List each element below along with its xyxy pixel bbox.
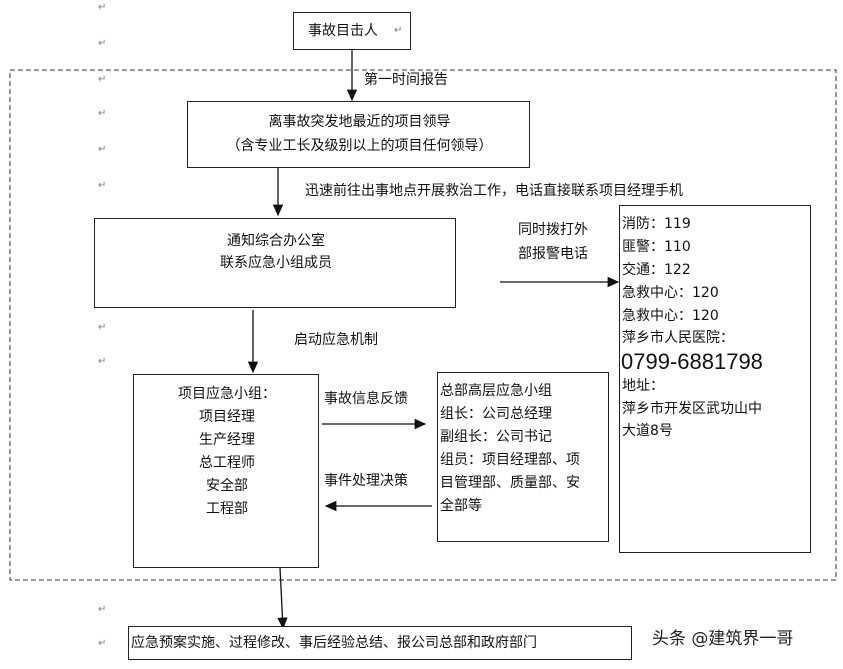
notify-node: 通知综合办公室 联系应急小组成员 — [94, 218, 456, 308]
final-actions-node: 应急预案实施、过程修改、事后经验总结、报公司总部和政府部门 — [128, 626, 632, 660]
contact-police: 匪警：110 — [622, 239, 691, 255]
nearest-leader-line1: 离事故突发地最近的项目领导 — [268, 114, 451, 130]
hq-group-members-3: 全部等 — [440, 498, 482, 514]
hq-group-members-2: 目管理部、质量部、安 — [440, 475, 580, 491]
paragraph-mark: ↵ — [98, 356, 107, 367]
nearest-leader-node: 离事故突发地最近的项目领导 （含专业工长及级别以上的项目任何领导） — [187, 101, 530, 168]
edge-label-start-mechanism: 启动应急机制 — [294, 332, 378, 348]
edge-label-feedback: 事故信息反馈 — [324, 391, 408, 407]
contact-address-line2: 大道8号 — [622, 423, 673, 439]
contact-address-line1: 萍乡市开发区武功山中 — [622, 401, 762, 417]
edge-label-decision: 事件处理决策 — [324, 473, 408, 489]
paragraph-mark: ↵ — [98, 180, 107, 191]
project-emergency-group-node: 项目应急小组： 项目经理 生产经理 总工程师 安全部 工程部 — [133, 374, 319, 568]
contact-fire: 消防：119 — [622, 216, 691, 232]
witness-node: 事故目击人 ↵ — [293, 12, 411, 50]
nearest-leader-line2: （含专业工长及级别以上的项目任何领导） — [226, 138, 493, 154]
dashed-scope-frame — [9, 69, 837, 581]
hq-group-deputy: 副组长：公司书记 — [440, 429, 552, 445]
project-group-member: 项目经理 — [199, 409, 255, 425]
final-actions-label: 应急预案实施、过程修改、事后经验总结、报公司总部和政府部门 — [131, 635, 537, 651]
paragraph-mark: ↵ — [98, 144, 107, 155]
contact-hospital-phone: 0799-6881798 — [621, 349, 763, 374]
paragraph-mark: ↵ — [98, 2, 107, 13]
contact-traffic: 交通：122 — [622, 262, 691, 278]
hq-group-leader: 组长：公司总经理 — [440, 406, 552, 422]
contact-ambulance-2: 急救中心：120 — [622, 308, 719, 324]
project-group-title: 项目应急小组： — [178, 386, 276, 402]
witness-label: 事故目击人 — [308, 23, 378, 39]
edge-label-external-call-2: 部报警电话 — [518, 246, 588, 262]
contact-address-label: 地址： — [622, 378, 664, 394]
project-group-member: 安全部 — [206, 478, 248, 494]
edge-label-first-report: 第一时间报告 — [364, 72, 448, 88]
contact-ambulance-1: 急救中心：120 — [622, 285, 719, 301]
paragraph-mark: ↵ — [98, 38, 107, 49]
edge-label-external-call-1: 同时拨打外 — [518, 222, 588, 238]
emergency-contacts-node: 消防：119 匪警：110 交通：122 急救中心：120 急救中心：120 萍… — [619, 205, 811, 553]
notify-line1: 通知综合办公室 — [227, 233, 325, 249]
hq-group-title: 总部高层应急小组 — [440, 383, 552, 399]
hq-emergency-group-node: 总部高层应急小组 组长：公司总经理 副组长：公司书记 组员：项目经理部、项 目管… — [437, 372, 609, 542]
project-group-member: 工程部 — [206, 501, 248, 517]
project-group-member: 总工程师 — [199, 455, 255, 471]
paragraph-mark: ↵ — [98, 322, 107, 333]
paragraph-mark: ↵ — [98, 108, 107, 119]
contact-hospital-name: 萍乡市人民医院： — [622, 330, 734, 346]
paragraph-mark: ↵ — [98, 604, 107, 615]
paragraph-mark: ↵ — [98, 74, 107, 85]
arrow-group-to-final — [277, 567, 288, 630]
notify-line2: 联系应急小组成员 — [220, 255, 332, 271]
hq-group-members-1: 组员：项目经理部、项 — [440, 452, 580, 468]
watermark: 头条 @建筑界一哥 — [652, 629, 794, 649]
paragraph-mark: ↵ — [98, 638, 107, 649]
edge-label-rescue: 迅速前往出事地点开展救治工作，电话直接联系项目经理手机 — [305, 183, 683, 199]
project-group-member: 生产经理 — [199, 432, 255, 448]
